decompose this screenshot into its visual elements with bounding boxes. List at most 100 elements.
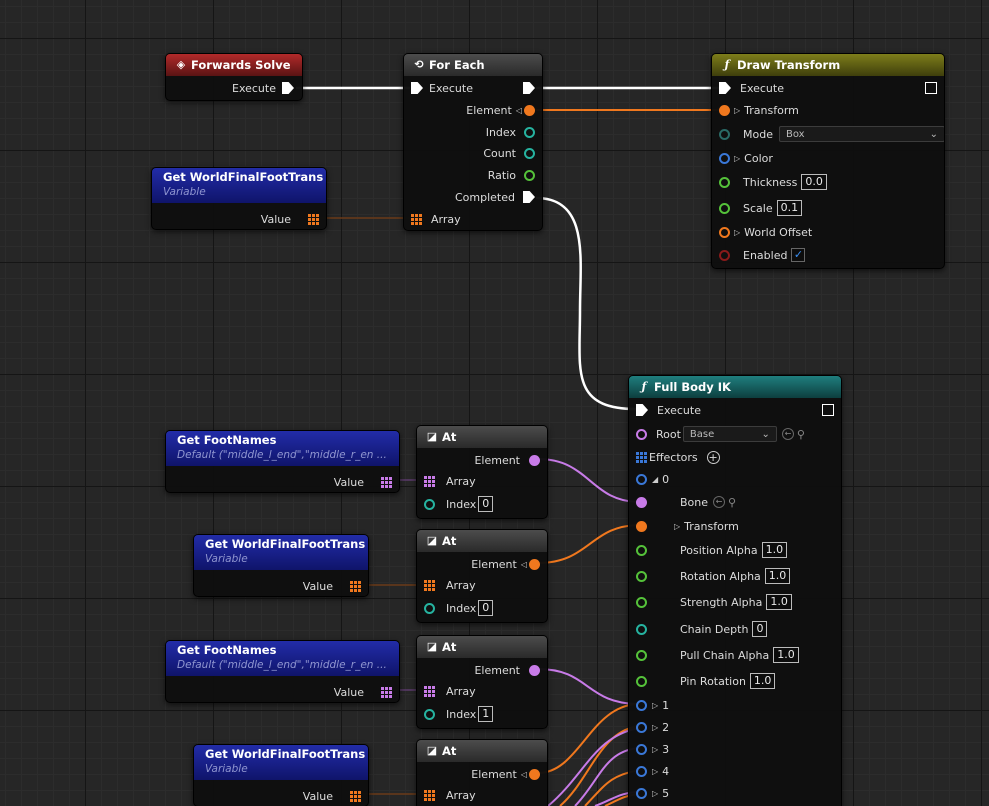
strength-alpha-pin[interactable] bbox=[636, 596, 647, 608]
position-alpha-input[interactable]: 1.0 bbox=[761, 542, 788, 558]
root-dropdown[interactable]: Base ⌄ bbox=[682, 426, 777, 442]
for-each-node[interactable]: ⟲ For Each Execute Element ◁ Index Count… bbox=[403, 53, 543, 231]
browse-icon[interactable]: ← bbox=[713, 496, 726, 508]
get-variable-node[interactable]: Get WorldFinalFootTrans Variable Value bbox=[193, 744, 369, 806]
element-out-pin[interactable] bbox=[529, 454, 540, 466]
pin-label: Thickness bbox=[743, 175, 798, 189]
array-at-node[interactable]: ◪ At Element Array Index 1 bbox=[416, 635, 548, 729]
exec-in-pin[interactable] bbox=[636, 404, 648, 416]
value-out-pin[interactable] bbox=[308, 213, 319, 225]
effector-transform-pin[interactable] bbox=[636, 520, 647, 532]
for-each-header: ⟲ For Each bbox=[404, 54, 542, 76]
element-out-pin[interactable] bbox=[524, 104, 535, 116]
search-icon[interactable]: ⚲ bbox=[796, 427, 805, 441]
pin-label: 1 bbox=[662, 698, 670, 712]
array-in-pin[interactable] bbox=[424, 685, 435, 697]
expand-triangle-icon[interactable]: ▷ bbox=[652, 766, 659, 776]
effector-1-pin[interactable] bbox=[636, 699, 647, 711]
enabled-in-pin[interactable] bbox=[719, 249, 730, 261]
value-out-pin[interactable] bbox=[381, 476, 392, 488]
pull-chain-alpha-input[interactable]: 1.0 bbox=[773, 647, 799, 663]
root-in-pin[interactable] bbox=[636, 428, 647, 440]
thickness-input[interactable]: 0.0 bbox=[801, 174, 827, 190]
array-at-node[interactable]: ◪ At Element ◁ Array bbox=[416, 739, 548, 806]
thickness-in-pin[interactable] bbox=[719, 176, 730, 188]
element-out-pin[interactable] bbox=[529, 558, 540, 570]
chain-depth-input[interactable]: 0 bbox=[752, 621, 768, 637]
exec-out-pin[interactable] bbox=[523, 82, 535, 94]
expand-triangle-icon[interactable]: ◁ bbox=[515, 105, 522, 115]
world-offset-in-pin[interactable] bbox=[719, 226, 730, 238]
expand-triangle-icon[interactable]: ▷ bbox=[652, 700, 659, 710]
array-in-pin[interactable] bbox=[424, 475, 435, 487]
enabled-checkbox[interactable]: ✓ bbox=[791, 248, 806, 262]
completed-exec-pin[interactable] bbox=[523, 191, 535, 203]
draw-transform-node[interactable]: ƒ Draw Transform Execute ▷ Transform Mod… bbox=[711, 53, 945, 269]
index-in-pin[interactable] bbox=[424, 498, 435, 510]
effector-3-pin[interactable] bbox=[636, 743, 647, 755]
rotation-alpha-pin[interactable] bbox=[636, 570, 647, 582]
value-out-pin[interactable] bbox=[381, 686, 392, 698]
exec-out-pin[interactable] bbox=[925, 82, 937, 94]
bone-in-pin[interactable] bbox=[636, 496, 647, 508]
index-input[interactable]: 0 bbox=[478, 600, 494, 616]
add-element-icon[interactable]: + bbox=[706, 450, 720, 464]
value-out-pin[interactable] bbox=[350, 580, 361, 592]
array-in-pin[interactable] bbox=[411, 213, 422, 225]
chain-depth-pin[interactable] bbox=[636, 623, 647, 635]
array-at-node[interactable]: ◪ At Element ◁ Array Index 0 bbox=[416, 529, 548, 623]
index-in-pin[interactable] bbox=[424, 602, 435, 614]
pin-rotation-input[interactable]: 1.0 bbox=[749, 673, 776, 689]
pin-rotation-pin[interactable] bbox=[636, 675, 647, 687]
browse-icon[interactable]: ← bbox=[781, 428, 794, 440]
expand-triangle-icon[interactable]: ◁ bbox=[520, 559, 527, 569]
effector-0-pin[interactable] bbox=[636, 473, 647, 485]
search-icon[interactable]: ⚲ bbox=[728, 495, 737, 509]
expand-triangle-icon[interactable]: ▷ bbox=[652, 722, 659, 732]
expand-triangle-icon[interactable]: ▷ bbox=[734, 227, 741, 237]
position-alpha-pin[interactable] bbox=[636, 544, 647, 556]
exec-in-pin[interactable] bbox=[411, 82, 423, 94]
expand-triangle-icon[interactable]: ▷ bbox=[674, 521, 681, 531]
transform-in-pin[interactable] bbox=[719, 104, 730, 116]
effectors-array-pin[interactable] bbox=[636, 451, 647, 463]
array-at-node[interactable]: ◪ At Element Array Index 0 bbox=[416, 425, 548, 519]
ratio-out-pin[interactable] bbox=[524, 169, 535, 181]
exec-out-pin[interactable] bbox=[822, 404, 834, 416]
effector-4-pin[interactable] bbox=[636, 765, 647, 777]
element-out-pin[interactable] bbox=[529, 768, 540, 780]
index-out-pin[interactable] bbox=[524, 126, 535, 138]
exec-out-pin[interactable] bbox=[282, 82, 294, 94]
array-in-pin[interactable] bbox=[424, 789, 435, 801]
collapse-triangle-icon[interactable]: ◢ bbox=[652, 474, 659, 484]
forwards-solve-node[interactable]: ◈ Forwards Solve Execute bbox=[165, 53, 303, 101]
index-input[interactable]: 0 bbox=[478, 496, 494, 512]
element-out-pin[interactable] bbox=[529, 664, 540, 676]
count-out-pin[interactable] bbox=[524, 147, 535, 159]
mode-in-pin[interactable] bbox=[719, 128, 730, 140]
get-variable-node[interactable]: Get FootNames Default ("middle_l_end","m… bbox=[165, 430, 400, 493]
expand-triangle-icon[interactable]: ▷ bbox=[652, 744, 659, 754]
pull-chain-alpha-pin[interactable] bbox=[636, 649, 647, 661]
value-out-pin[interactable] bbox=[350, 790, 361, 802]
mode-dropdown[interactable]: Box ⌄ bbox=[778, 126, 944, 142]
expand-triangle-icon[interactable]: ▷ bbox=[652, 788, 659, 798]
color-in-pin[interactable] bbox=[719, 152, 730, 164]
index-in-pin[interactable] bbox=[424, 708, 435, 720]
index-input[interactable]: 1 bbox=[478, 706, 494, 722]
expand-triangle-icon[interactable]: ▷ bbox=[734, 105, 741, 115]
strength-alpha-input[interactable]: 1.0 bbox=[766, 594, 792, 610]
exec-in-pin[interactable] bbox=[719, 82, 731, 94]
effector-5-pin[interactable] bbox=[636, 787, 647, 799]
array-in-pin[interactable] bbox=[424, 579, 435, 591]
get-variable-node[interactable]: Get WorldFinalFootTrans Variable Value bbox=[193, 534, 369, 597]
effector-2-pin[interactable] bbox=[636, 721, 647, 733]
scale-input[interactable]: 0.1 bbox=[776, 200, 803, 216]
rotation-alpha-input[interactable]: 1.0 bbox=[764, 568, 791, 584]
scale-in-pin[interactable] bbox=[719, 202, 730, 214]
get-variable-node[interactable]: Get WorldFinalFootTrans Variable Value bbox=[151, 167, 327, 230]
expand-triangle-icon[interactable]: ◁ bbox=[520, 769, 527, 779]
full-body-ik-node[interactable]: ƒ Full Body IK Execute Root Base ⌄ ← ⚲ E… bbox=[628, 375, 842, 806]
get-variable-node[interactable]: Get FootNames Default ("middle_l_end","m… bbox=[165, 640, 400, 703]
expand-triangle-icon[interactable]: ▷ bbox=[734, 153, 741, 163]
